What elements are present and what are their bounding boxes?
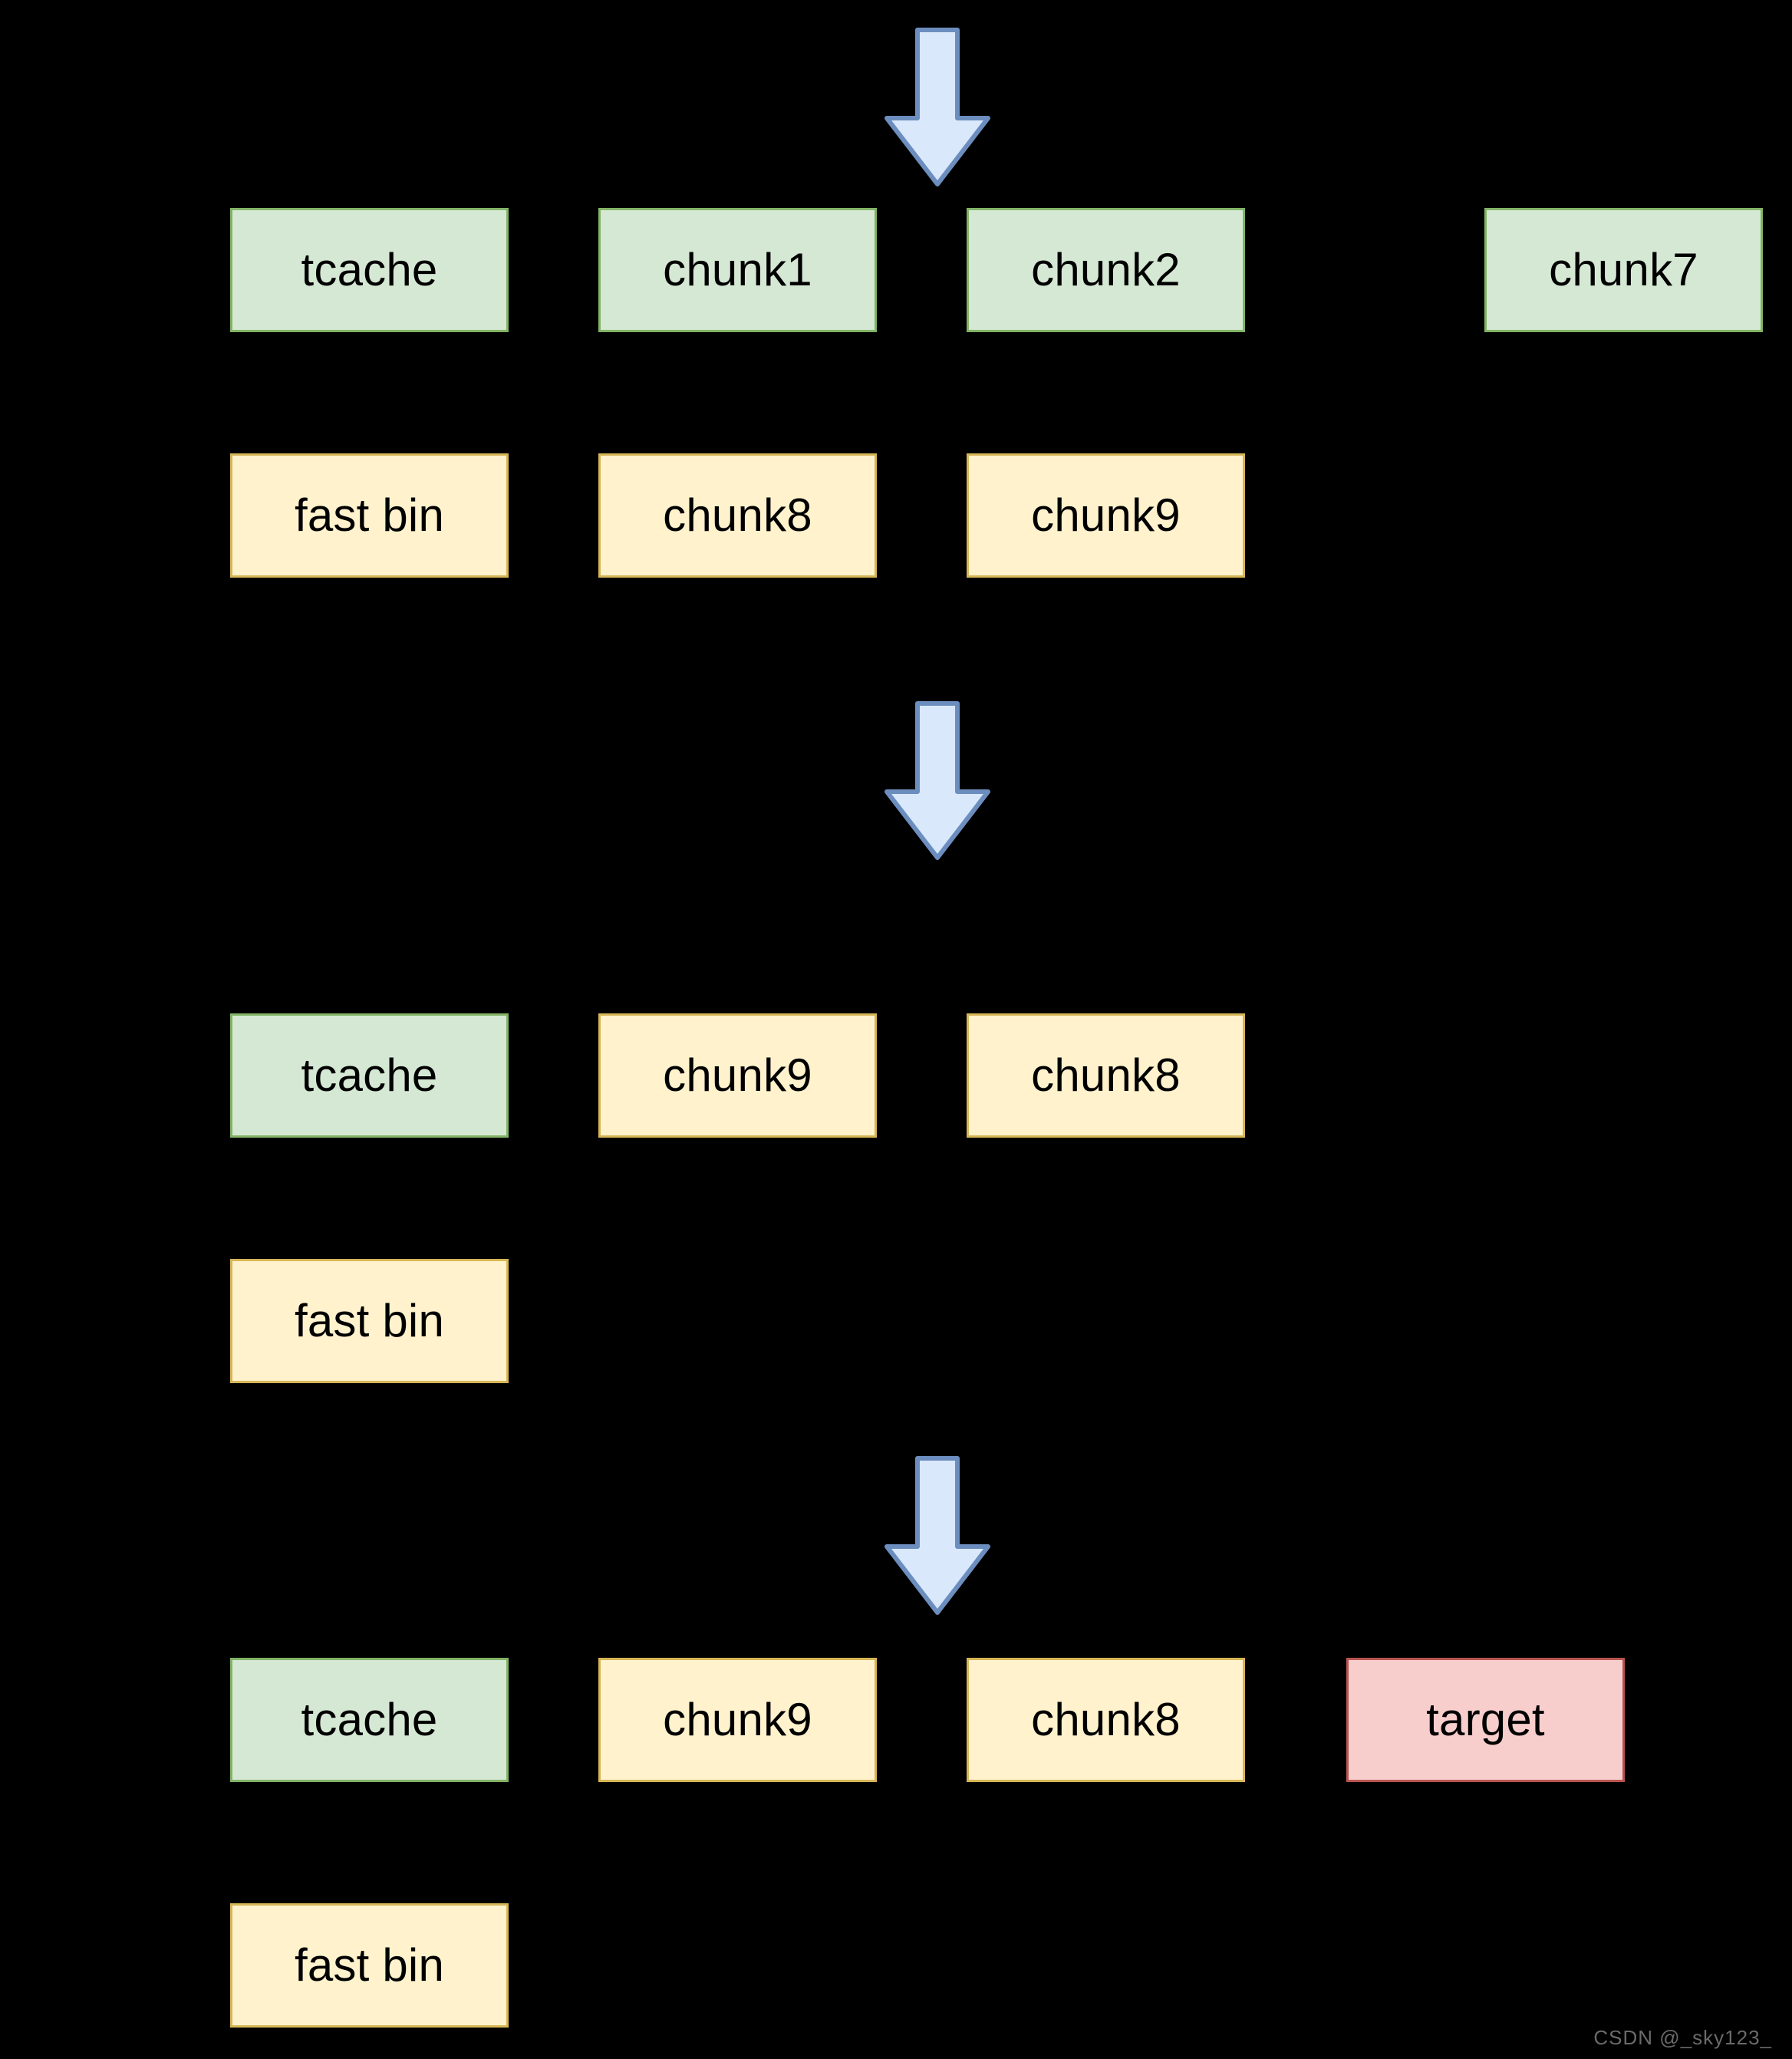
node-label: chunk9 bbox=[1031, 489, 1181, 541]
node-stage3-fastbin[interactable]: fast bin bbox=[230, 1903, 509, 2028]
connector-stage3-chunk8-target bbox=[1245, 1718, 1346, 1721]
connector-fastbin-chunk8 bbox=[509, 514, 598, 516]
node-stage2-chunk8[interactable]: chunk8 bbox=[967, 1013, 1245, 1138]
node-label: chunk9 bbox=[663, 1049, 812, 1101]
connector-chunk8-chunk9 bbox=[877, 514, 967, 516]
node-stage1-fastbin[interactable]: fast bin bbox=[230, 453, 509, 578]
node-stage2-tcache[interactable]: tcache bbox=[230, 1013, 509, 1138]
node-stage2-fastbin[interactable]: fast bin bbox=[230, 1259, 509, 1383]
node-label: chunk2 bbox=[1031, 244, 1181, 295]
node-stage3-target[interactable]: target bbox=[1346, 1658, 1625, 1782]
node-label: target bbox=[1426, 1694, 1545, 1745]
connector-stage2-tcache-chunk9 bbox=[509, 1074, 598, 1076]
node-stage1-chunk1[interactable]: chunk1 bbox=[598, 208, 877, 332]
connector-tcache-chunk1 bbox=[509, 268, 598, 271]
node-label: tcache bbox=[301, 1049, 438, 1101]
node-stage3-chunk9[interactable]: chunk9 bbox=[598, 1658, 877, 1782]
connector-stage3-chunk9-chunk8 bbox=[877, 1718, 967, 1721]
connector-stage2-chunk9-chunk8 bbox=[877, 1074, 967, 1076]
node-stage1-chunk9[interactable]: chunk9 bbox=[967, 453, 1245, 578]
connector-stage3-tcache-chunk9 bbox=[509, 1718, 598, 1721]
down-arrow-icon bbox=[884, 1456, 991, 1616]
node-label: fast bin bbox=[294, 489, 445, 541]
node-stage1-chunk2[interactable]: chunk2 bbox=[967, 208, 1245, 332]
node-label: tcache bbox=[301, 244, 438, 295]
node-stage3-tcache[interactable]: tcache bbox=[230, 1658, 509, 1782]
node-stage2-chunk9[interactable]: chunk9 bbox=[598, 1013, 877, 1138]
node-label: chunk8 bbox=[663, 489, 812, 541]
node-label: chunk7 bbox=[1549, 244, 1698, 295]
down-arrow-icon bbox=[884, 28, 991, 187]
node-label: tcache bbox=[301, 1694, 438, 1745]
node-stage1-tcache[interactable]: tcache bbox=[230, 208, 509, 332]
down-arrow-icon bbox=[884, 701, 991, 861]
node-label: fast bin bbox=[294, 1295, 445, 1346]
node-label: chunk8 bbox=[1031, 1694, 1181, 1745]
node-label: chunk9 bbox=[663, 1694, 812, 1745]
node-label: fast bin bbox=[294, 1939, 445, 1991]
node-label: chunk8 bbox=[1031, 1049, 1181, 1101]
watermark: CSDN @_sky123_ bbox=[1593, 2026, 1772, 2049]
node-label: chunk1 bbox=[663, 244, 812, 295]
node-stage1-chunk8[interactable]: chunk8 bbox=[598, 453, 877, 578]
connector-chunk2-chunk7 bbox=[1245, 268, 1484, 271]
connector-chunk1-chunk2 bbox=[877, 268, 967, 271]
node-stage3-chunk8[interactable]: chunk8 bbox=[967, 1658, 1245, 1782]
node-stage1-chunk7[interactable]: chunk7 bbox=[1484, 208, 1763, 332]
